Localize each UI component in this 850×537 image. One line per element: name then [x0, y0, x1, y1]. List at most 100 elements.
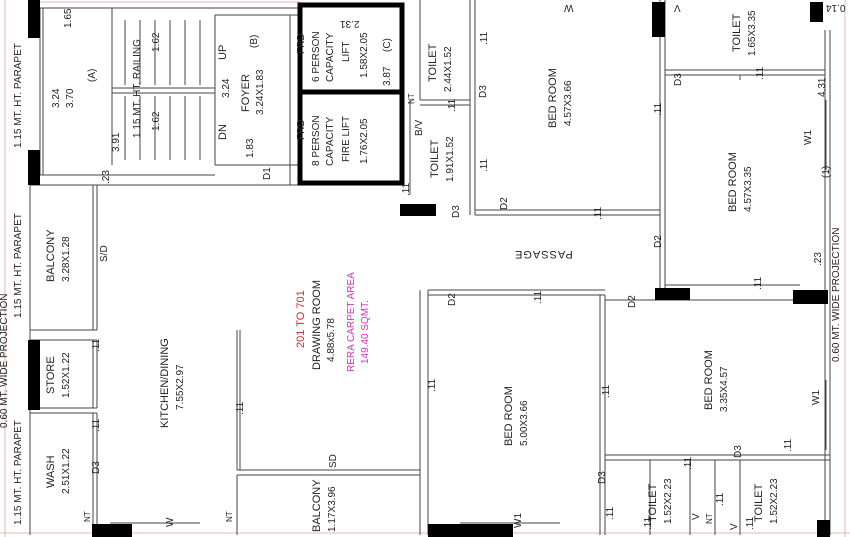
lift1-capacity: 6 PERSON: [311, 31, 322, 82]
vent-v-b: V: [729, 523, 740, 530]
stair-dim-165: 1.65: [63, 8, 74, 28]
lift-mark-c: (C): [382, 38, 393, 52]
wash-dims: 2.51X1.22: [61, 448, 72, 494]
door-d2-a: D2: [499, 197, 510, 210]
dim-23-left: .23: [101, 170, 112, 184]
toilet5-dims: 1.52X2.23: [769, 478, 780, 524]
structural-columns: [28, 0, 830, 537]
toilet4-label: TOILET: [647, 483, 659, 522]
lift2-capacity: 8 PERSON: [311, 115, 322, 166]
stair-dn-label: DN: [217, 124, 229, 140]
foyer-dim-324: 3.24: [221, 78, 232, 98]
passage-label: PASSAGE: [514, 248, 573, 260]
dim-11-b3l: .11: [427, 378, 438, 392]
door-sd-2: SD: [328, 454, 339, 468]
bed3-dims: 5.00X3.66: [519, 400, 530, 446]
stair-dim-162-top: 1.62: [151, 32, 162, 52]
bed2-label: BED ROOM: [727, 152, 739, 212]
bed1-dims: 4.57X3.66: [563, 80, 574, 126]
dim-11-t3r: .11: [755, 66, 766, 80]
vent-v-a: V: [691, 513, 702, 520]
toilet3-dims: 1.65X3.35: [747, 10, 758, 56]
dim-11-b1: .11: [593, 206, 604, 220]
door-d1: D1: [262, 167, 273, 180]
mark-1: (1): [821, 165, 832, 178]
foyer-dims: 3.24X1.83: [255, 69, 266, 115]
dim-11-kitchen: .11: [235, 401, 246, 415]
nt-c: NT: [705, 513, 714, 524]
projection-label-left: 0.60 MT. WIDE PROJECTION: [0, 293, 10, 428]
store-label: STORE: [45, 356, 57, 394]
bv-label: B/V: [414, 119, 425, 136]
door-d2-c: D2: [447, 293, 458, 306]
projection-label-right: 0.60 MT. WIDE PROJECTION: [831, 227, 842, 362]
toilet3-label: TOILET: [731, 13, 743, 52]
dim-11-t3: .11: [479, 158, 490, 172]
parapet-label-bottom-left: 1.15 MT. HT. PARAPET: [13, 420, 24, 525]
dim-23-right: .23: [813, 252, 824, 266]
stair-mark-a: (A): [87, 68, 98, 82]
bed4-dims: 3.35X4.57: [719, 366, 730, 412]
door-d3-c: D3: [673, 73, 684, 86]
dim-431: 4.31: [817, 77, 828, 97]
store-dims: 1.52X1.22: [61, 352, 72, 398]
toilet1-dims: 2.44X1.52: [443, 46, 454, 92]
bed4-label: BED ROOM: [703, 350, 715, 410]
nt-top: NT: [407, 93, 416, 104]
flat-range-label: 201 TO 701: [295, 290, 307, 348]
dim-11-t1: .11: [479, 31, 490, 45]
stair-up-label: UP: [217, 44, 229, 60]
door-d3-e: D3: [597, 471, 608, 484]
dim-11-b3r: .11: [601, 384, 612, 398]
foyer-label: FOYER: [240, 74, 252, 112]
foyer-dim-183: 1.83: [245, 138, 256, 158]
window-w1-c: W1: [811, 390, 822, 405]
door-sd-1: S/D: [99, 245, 110, 262]
window-w1-b: W1: [513, 513, 524, 528]
dim-11-t2: .11: [447, 98, 458, 112]
window-w-bottom: W: [165, 517, 176, 527]
toilet4-dims: 1.52X2.23: [663, 478, 674, 524]
toilet5-label: TOILET: [753, 483, 765, 522]
toilet2-label: TOILET: [429, 139, 441, 178]
door-d3-a: D3: [451, 205, 462, 218]
stair-dim-370: 3.70: [65, 88, 76, 108]
interior-walls: [29, 0, 831, 535]
balcony1-dims: 3.28X1.28: [61, 236, 72, 282]
door-d3-f: D3: [733, 445, 744, 458]
wash-label: WASH: [45, 455, 57, 488]
dim-11-b3b: .11: [605, 506, 616, 520]
stair-dim-324: 3.24: [51, 88, 62, 108]
lift2-name: FIRE LIFT: [341, 115, 352, 162]
dim-11-lift: .11: [401, 182, 412, 196]
lift-dim-231: 2.31: [340, 18, 360, 29]
toilet2-dims: 1.91X1.52: [445, 136, 456, 182]
door-d2-d: D2: [627, 295, 638, 308]
dim-11-b4: .11: [783, 438, 794, 452]
lift1-capacity-2: CAPACITY: [325, 32, 336, 82]
lift1-name: LIFT: [341, 41, 352, 62]
nt-a: NT: [83, 511, 92, 522]
lift2-capacity-2: CAPACITY: [325, 116, 336, 166]
drawing-room-label: DRAWING ROOM: [311, 279, 323, 370]
lift1-dims: 1.58X2.05: [359, 32, 370, 78]
dim-014: 0.14: [826, 2, 846, 13]
dim-11-b1r: .11: [653, 102, 664, 116]
kitchen-dims: 7.55X2.97: [175, 364, 186, 410]
drawing-room-dims: 4.88x5.78: [326, 318, 337, 362]
balcony1-label: BALCONY: [45, 229, 57, 282]
balcony2-label: BALCONY: [311, 479, 323, 532]
bed3-label: BED ROOM: [503, 386, 515, 446]
door-d2-b: D2: [653, 235, 664, 248]
railing-label: 1.15 MT. HT. RAILING: [132, 39, 143, 138]
stair-dim-162-bottom: 1.62: [151, 111, 162, 131]
lift-dim-387: 3.87: [382, 66, 393, 86]
rera-carpet-area-label: RERA CARPET AREA: [346, 272, 357, 372]
window-w-top: W: [564, 2, 574, 13]
dim-11-wash: .11: [91, 418, 102, 432]
lift2-frd: FRD: [296, 119, 307, 140]
vent-v-top: V: [674, 2, 681, 13]
stair-dim-391: 3.91: [111, 132, 122, 152]
